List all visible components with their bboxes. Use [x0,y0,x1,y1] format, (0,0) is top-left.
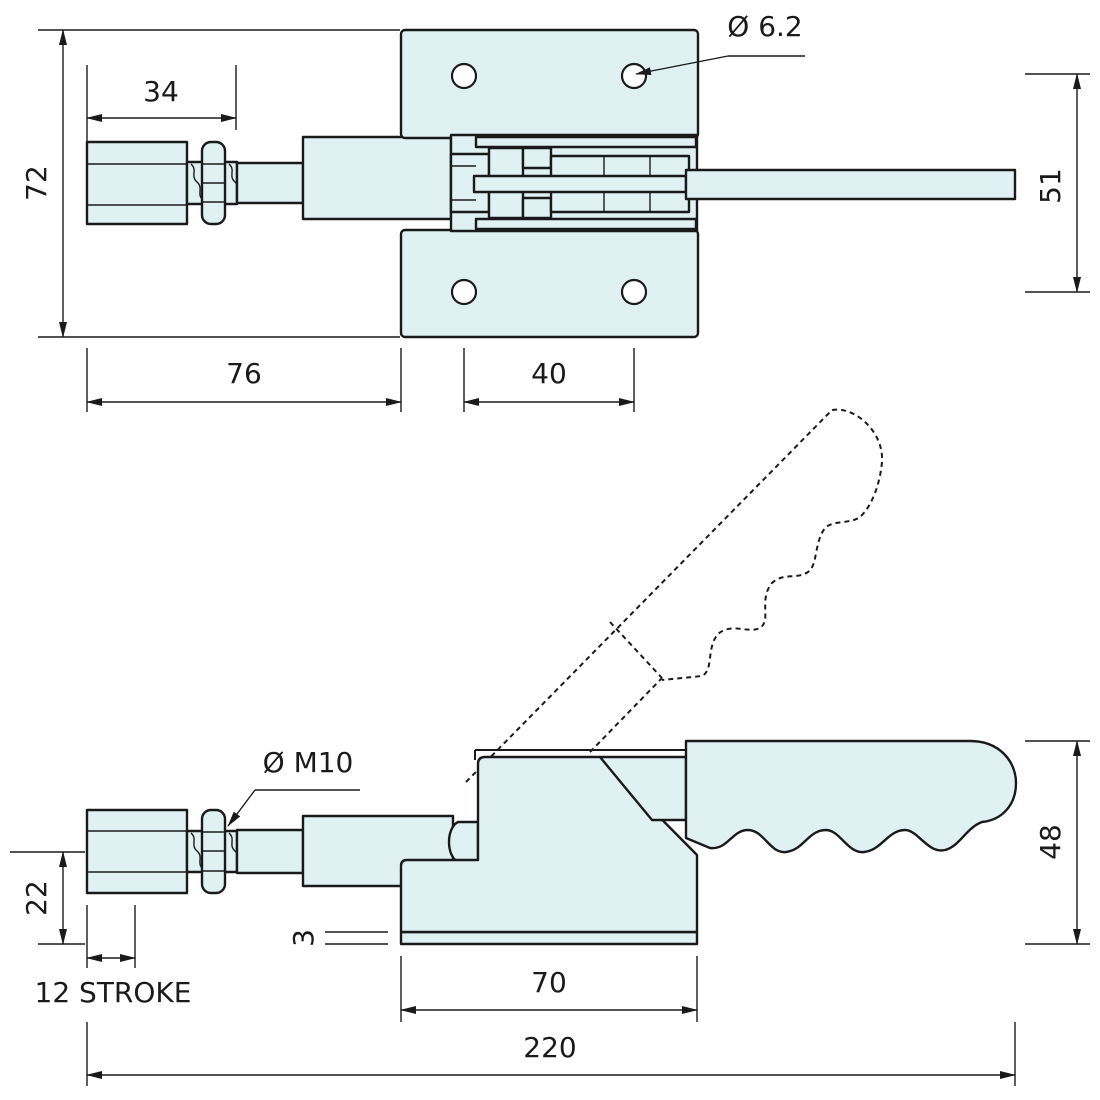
svg-text:51: 51 [1034,168,1067,204]
svg-text:Ø 6.2: Ø 6.2 [727,10,802,43]
dimension-height: 48 [1025,740,1090,945]
plunger-tip [85,140,189,226]
mounting-block-top [399,28,700,140]
mounting-hole [620,278,648,306]
svg-text:Ø M10: Ø M10 [263,746,354,779]
dimension-overall-length: 220 [86,1022,1016,1086]
svg-text:220: 220 [523,1031,576,1064]
svg-text:76: 76 [226,357,262,390]
svg-text:72: 72 [20,165,53,201]
mounting-block-bottom [399,228,700,339]
svg-text:3: 3 [287,929,320,947]
svg-text:12 STROKE: 12 STROKE [35,976,192,1009]
dimension-plunger-tip-length: 34 [86,65,237,142]
plunger-housing [301,135,453,221]
mounting-hole [620,62,648,90]
svg-text:22: 22 [20,880,53,916]
svg-text:34: 34 [143,75,179,108]
dimension-overall-height: 72 [20,29,400,338]
plunger-shaft [235,161,305,205]
mounting-hole [450,62,478,90]
base-plate [399,930,699,946]
svg-text:40: 40 [531,357,567,390]
top-view: 72 34 Ø 6.2 51 76 [20,10,1090,412]
dimension-thread: Ø M10 [227,746,360,827]
dimension-stroke: 12 STROKE [35,905,192,1009]
side-hex-nut [200,808,227,895]
dimension-tip-height: 22 [10,851,85,945]
svg-text:48: 48 [1034,824,1067,860]
handle-grip [684,739,1018,854]
plunger-rod [684,168,1017,201]
handle-open-position [465,408,884,783]
dimension-hole-diameter: Ø 6.2 [635,10,805,76]
dimension-base-plate: 3 [287,929,388,947]
hex-nut [200,140,227,226]
dimension-hole-spacing: 40 [463,348,635,412]
toggle-mechanism [449,133,699,233]
side-plunger-shaft [235,828,305,875]
dimension-rod-height: 51 [1025,73,1090,293]
svg-text:70: 70 [531,966,567,999]
clamp-body [399,755,699,934]
side-plunger-tip [85,808,189,895]
dimension-base-length: 70 [400,956,698,1022]
side-view: Ø M10 48 22 3 12 STROKE [10,408,1090,1086]
pivot-pin [447,820,480,864]
mounting-hole [450,278,478,306]
dimension-body-offset: 76 [86,348,402,412]
